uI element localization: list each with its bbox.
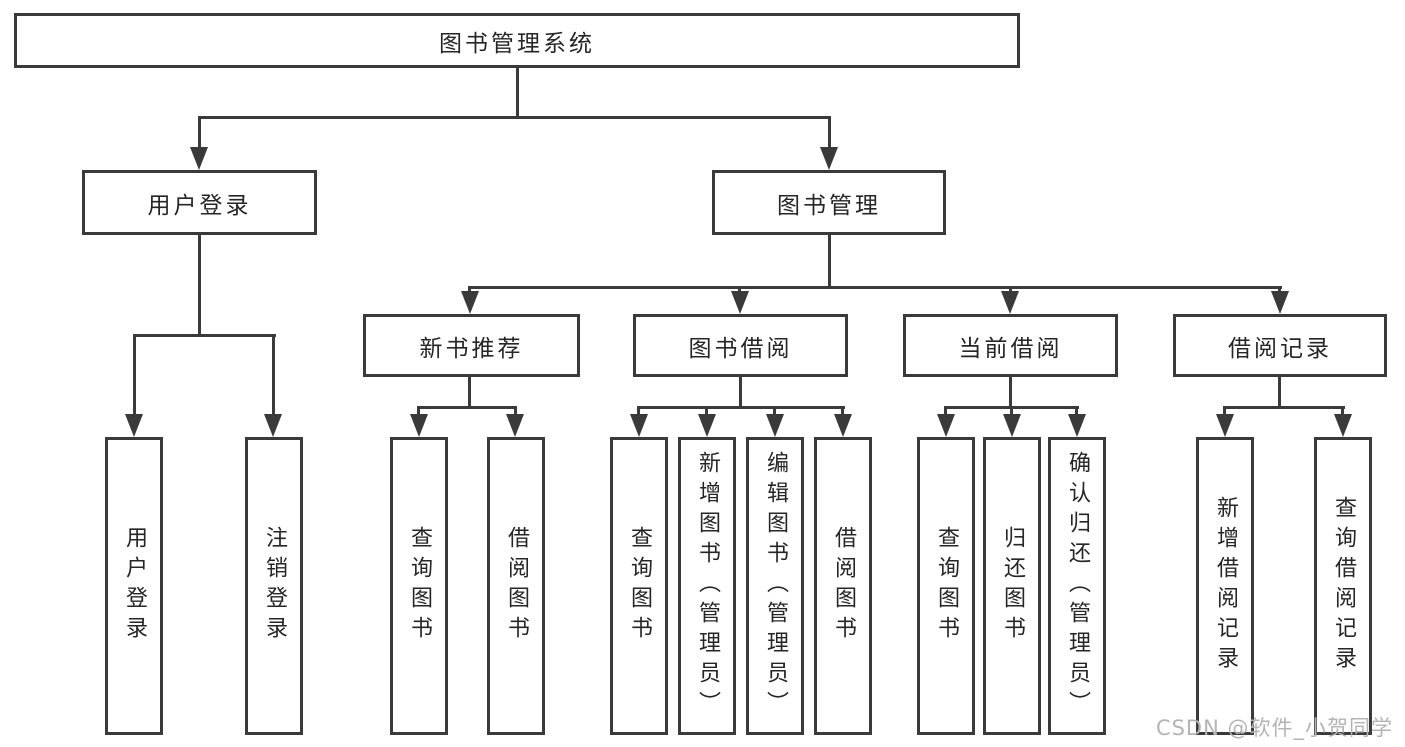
leaf-current-query-books: 查询图书 xyxy=(917,437,975,735)
arrow-down-icon xyxy=(820,147,838,170)
connector-vline xyxy=(1075,406,1078,418)
connector-hline xyxy=(468,286,1282,289)
leaf-user-login: 用户登录 xyxy=(105,437,163,735)
leaf-current-confirm-return-admin: 确认归还（管理员） xyxy=(1048,437,1106,735)
arrow-down-icon xyxy=(630,414,648,437)
connector-vline xyxy=(637,406,640,418)
connector-vline xyxy=(1009,377,1012,408)
arrow-down-icon xyxy=(1334,414,1352,437)
connector-hline xyxy=(637,406,845,409)
node-current-borrow: 当前借阅 xyxy=(903,314,1118,377)
connector-vline xyxy=(1009,286,1012,295)
connector-vline xyxy=(1341,406,1344,418)
connector-hline xyxy=(133,334,276,337)
leaf-recommend-query-books: 查询图书 xyxy=(390,437,448,735)
arrow-down-icon xyxy=(1271,291,1289,314)
connector-vline xyxy=(828,116,831,150)
connector-vline xyxy=(198,235,201,336)
connector-vline xyxy=(272,334,275,416)
connector-vline xyxy=(468,286,471,295)
arrow-down-icon xyxy=(125,414,143,437)
connector-vline xyxy=(841,406,844,418)
connector-vline xyxy=(828,235,831,289)
connector-vline xyxy=(516,68,519,119)
node-new-book-recommend: 新书推荐 xyxy=(363,314,580,377)
connector-vline xyxy=(705,406,708,418)
connector-vline xyxy=(944,406,947,418)
connector-vline xyxy=(773,406,776,418)
arrow-down-icon xyxy=(766,414,784,437)
connector-hline xyxy=(417,406,517,409)
arrow-down-icon xyxy=(1001,291,1019,314)
csdn-watermark: CSDN @软件_小贺同学 xyxy=(1155,716,1393,740)
node-book-management: 图书管理 xyxy=(712,170,946,235)
arrow-down-icon xyxy=(731,291,749,314)
arrow-down-icon xyxy=(1003,414,1021,437)
connector-vline xyxy=(739,377,742,408)
arrow-down-icon xyxy=(937,414,955,437)
connector-vline xyxy=(738,286,741,295)
leaf-current-return-books: 归还图书 xyxy=(983,437,1041,735)
connector-vline xyxy=(468,377,471,408)
arrow-down-icon xyxy=(264,414,282,437)
arrow-down-icon xyxy=(834,414,852,437)
node-book-borrow: 图书借阅 xyxy=(633,314,848,377)
leaf-records-add-record: 新增借阅记录 xyxy=(1196,437,1254,735)
connector-vline xyxy=(1278,286,1281,295)
connector-vline xyxy=(1223,406,1226,418)
leaf-logout: 注销登录 xyxy=(245,437,303,735)
leaf-borrow-edit-books-admin: 编辑图书（管理员） xyxy=(746,437,804,735)
arrow-down-icon xyxy=(698,414,716,437)
connector-vline xyxy=(1278,377,1281,408)
connector-hline xyxy=(198,116,831,119)
connector-vline xyxy=(1010,406,1013,418)
arrow-down-icon xyxy=(1068,414,1086,437)
arrow-down-icon xyxy=(190,147,208,170)
connector-vline xyxy=(514,406,517,418)
node-user-login: 用户登录 xyxy=(82,170,317,235)
arrow-down-icon xyxy=(1216,414,1234,437)
leaf-borrow-add-books-admin: 新增图书（管理员） xyxy=(678,437,736,735)
arrow-down-icon xyxy=(461,291,479,314)
connector-hline xyxy=(1223,406,1345,409)
leaf-borrow-query-books: 查询图书 xyxy=(610,437,668,735)
node-borrow-records: 借阅记录 xyxy=(1173,314,1387,377)
leaf-borrow-borrow-books: 借阅图书 xyxy=(814,437,872,735)
arrow-down-icon xyxy=(506,414,524,437)
node-library-system: 图书管理系统 xyxy=(14,13,1020,68)
leaf-recommend-borrow-books: 借阅图书 xyxy=(487,437,545,735)
arrow-down-icon xyxy=(410,414,428,437)
leaf-records-query-record: 查询借阅记录 xyxy=(1314,437,1372,735)
connector-vline xyxy=(133,334,136,416)
connector-vline xyxy=(198,116,201,150)
connector-vline xyxy=(417,406,420,418)
